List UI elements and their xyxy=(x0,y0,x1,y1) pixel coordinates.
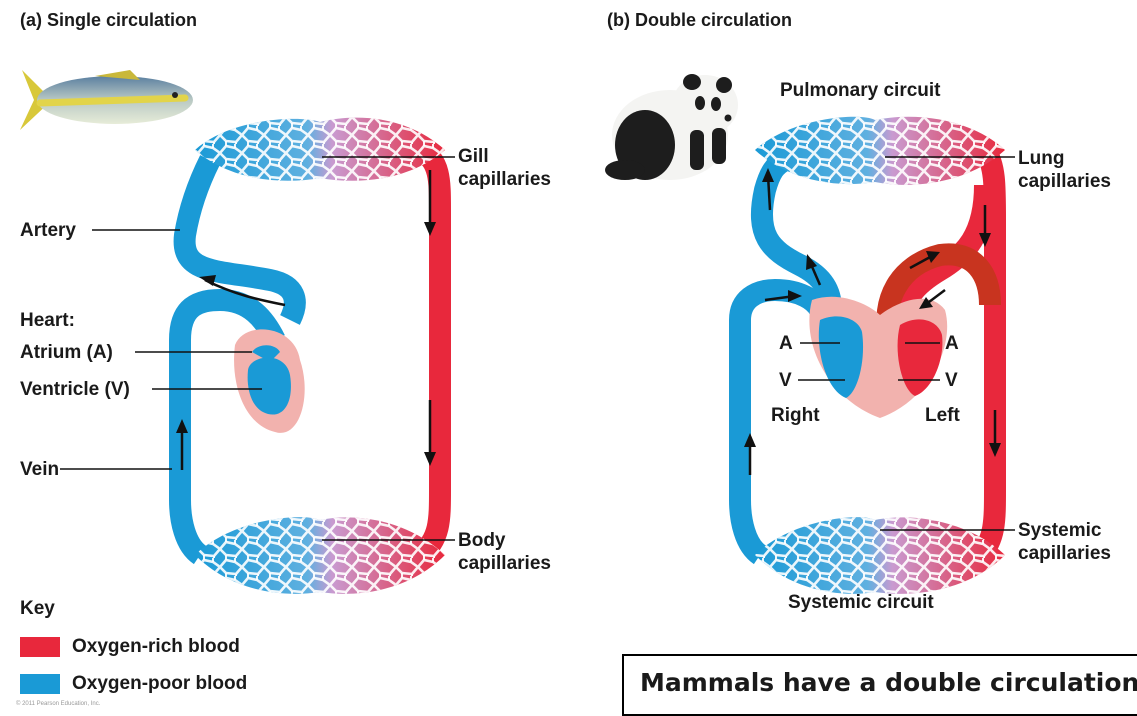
oxygen-poor-swatch xyxy=(20,674,60,694)
vein-label: Vein xyxy=(20,459,59,482)
pulmonary-circuit-label: Pulmonary circuit xyxy=(780,80,941,103)
oxygen-rich-swatch xyxy=(20,637,60,657)
fish-illustration xyxy=(20,70,193,130)
right-atrium-label: A xyxy=(779,333,793,356)
left-side-label: Left xyxy=(925,405,960,428)
heart-label: Heart: xyxy=(20,310,75,333)
panel-b-title: (b) Double circulation xyxy=(607,10,792,32)
key-title: Key xyxy=(20,598,55,621)
gill-capillaries-label: Gill capillaries xyxy=(458,146,551,192)
oxygen-rich-label: Oxygen-rich blood xyxy=(72,636,240,659)
caption-text: Mammals have a double circulation xyxy=(640,668,1137,697)
panda-illustration xyxy=(605,74,738,180)
oxygen-poor-label: Oxygen-poor blood xyxy=(72,673,247,696)
copyright-notice: © 2011 Pearson Education, Inc. xyxy=(16,701,100,707)
left-ventricle-label: V xyxy=(945,370,958,393)
body-capillaries-label: Body capillaries xyxy=(458,530,551,576)
single-circulation-loop xyxy=(60,118,455,594)
right-side-label: Right xyxy=(771,405,820,428)
systemic-capillaries-label: Systemic capillaries xyxy=(1018,520,1111,566)
lung-capillaries-label: Lung capillaries xyxy=(1018,148,1111,194)
ventricle-label: Ventricle (V) xyxy=(20,379,130,402)
systemic-circuit-label: Systemic circuit xyxy=(788,592,934,615)
right-ventricle-label: V xyxy=(779,370,792,393)
atrium-label: Atrium (A) xyxy=(20,342,113,365)
left-atrium-label: A xyxy=(945,333,959,356)
artery-label: Artery xyxy=(20,220,76,243)
panel-a-title: (a) Single circulation xyxy=(20,10,197,32)
caption-box: Mammals have a double circulation xyxy=(622,654,1137,716)
